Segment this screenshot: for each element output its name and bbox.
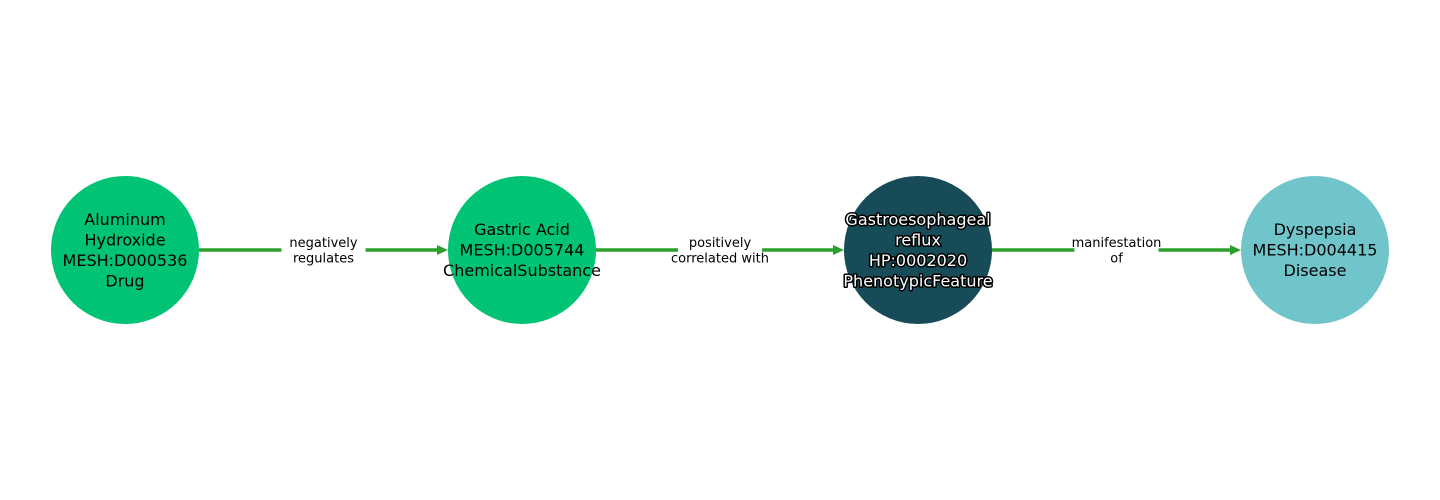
node-circle [1241, 176, 1389, 324]
node-label-line: Aluminum [84, 210, 165, 229]
node-label-line: Drug [105, 271, 144, 290]
node-circle [448, 176, 596, 324]
edge-label-line: regulates [293, 251, 354, 266]
node-label-line: PhenotypicFeature [843, 271, 992, 290]
node-label-line: HP:0002020 [869, 251, 967, 270]
node-label-line: reflux [895, 230, 941, 249]
arrowhead-icon [833, 245, 844, 255]
node-circle [844, 176, 992, 324]
node-label-line: MESH:D004415 [1253, 241, 1378, 260]
arrowhead-icon [437, 245, 448, 255]
node-label-line: MESH:D000536 [63, 251, 188, 270]
arrowhead-icon [1230, 245, 1241, 255]
edge-label-line: correlated with [671, 251, 769, 266]
node-label-line: Dyspepsia [1274, 220, 1357, 239]
node-label-line: Gastroesophageal [845, 210, 990, 229]
edge-label-line: negatively [289, 236, 357, 251]
node-label-line: Gastric Acid [474, 220, 570, 239]
node-label-line: MESH:D005744 [460, 241, 585, 260]
edge-label-line: positively [689, 236, 752, 251]
node-circle [51, 176, 199, 324]
node-label-line: Disease [1284, 261, 1347, 280]
edge-label-line: of [1110, 251, 1123, 266]
edge-label-line: manifestation [1072, 236, 1162, 251]
node-label-line: Hydroxide [84, 230, 165, 249]
node-label-line: ChemicalSubstance [443, 261, 601, 280]
